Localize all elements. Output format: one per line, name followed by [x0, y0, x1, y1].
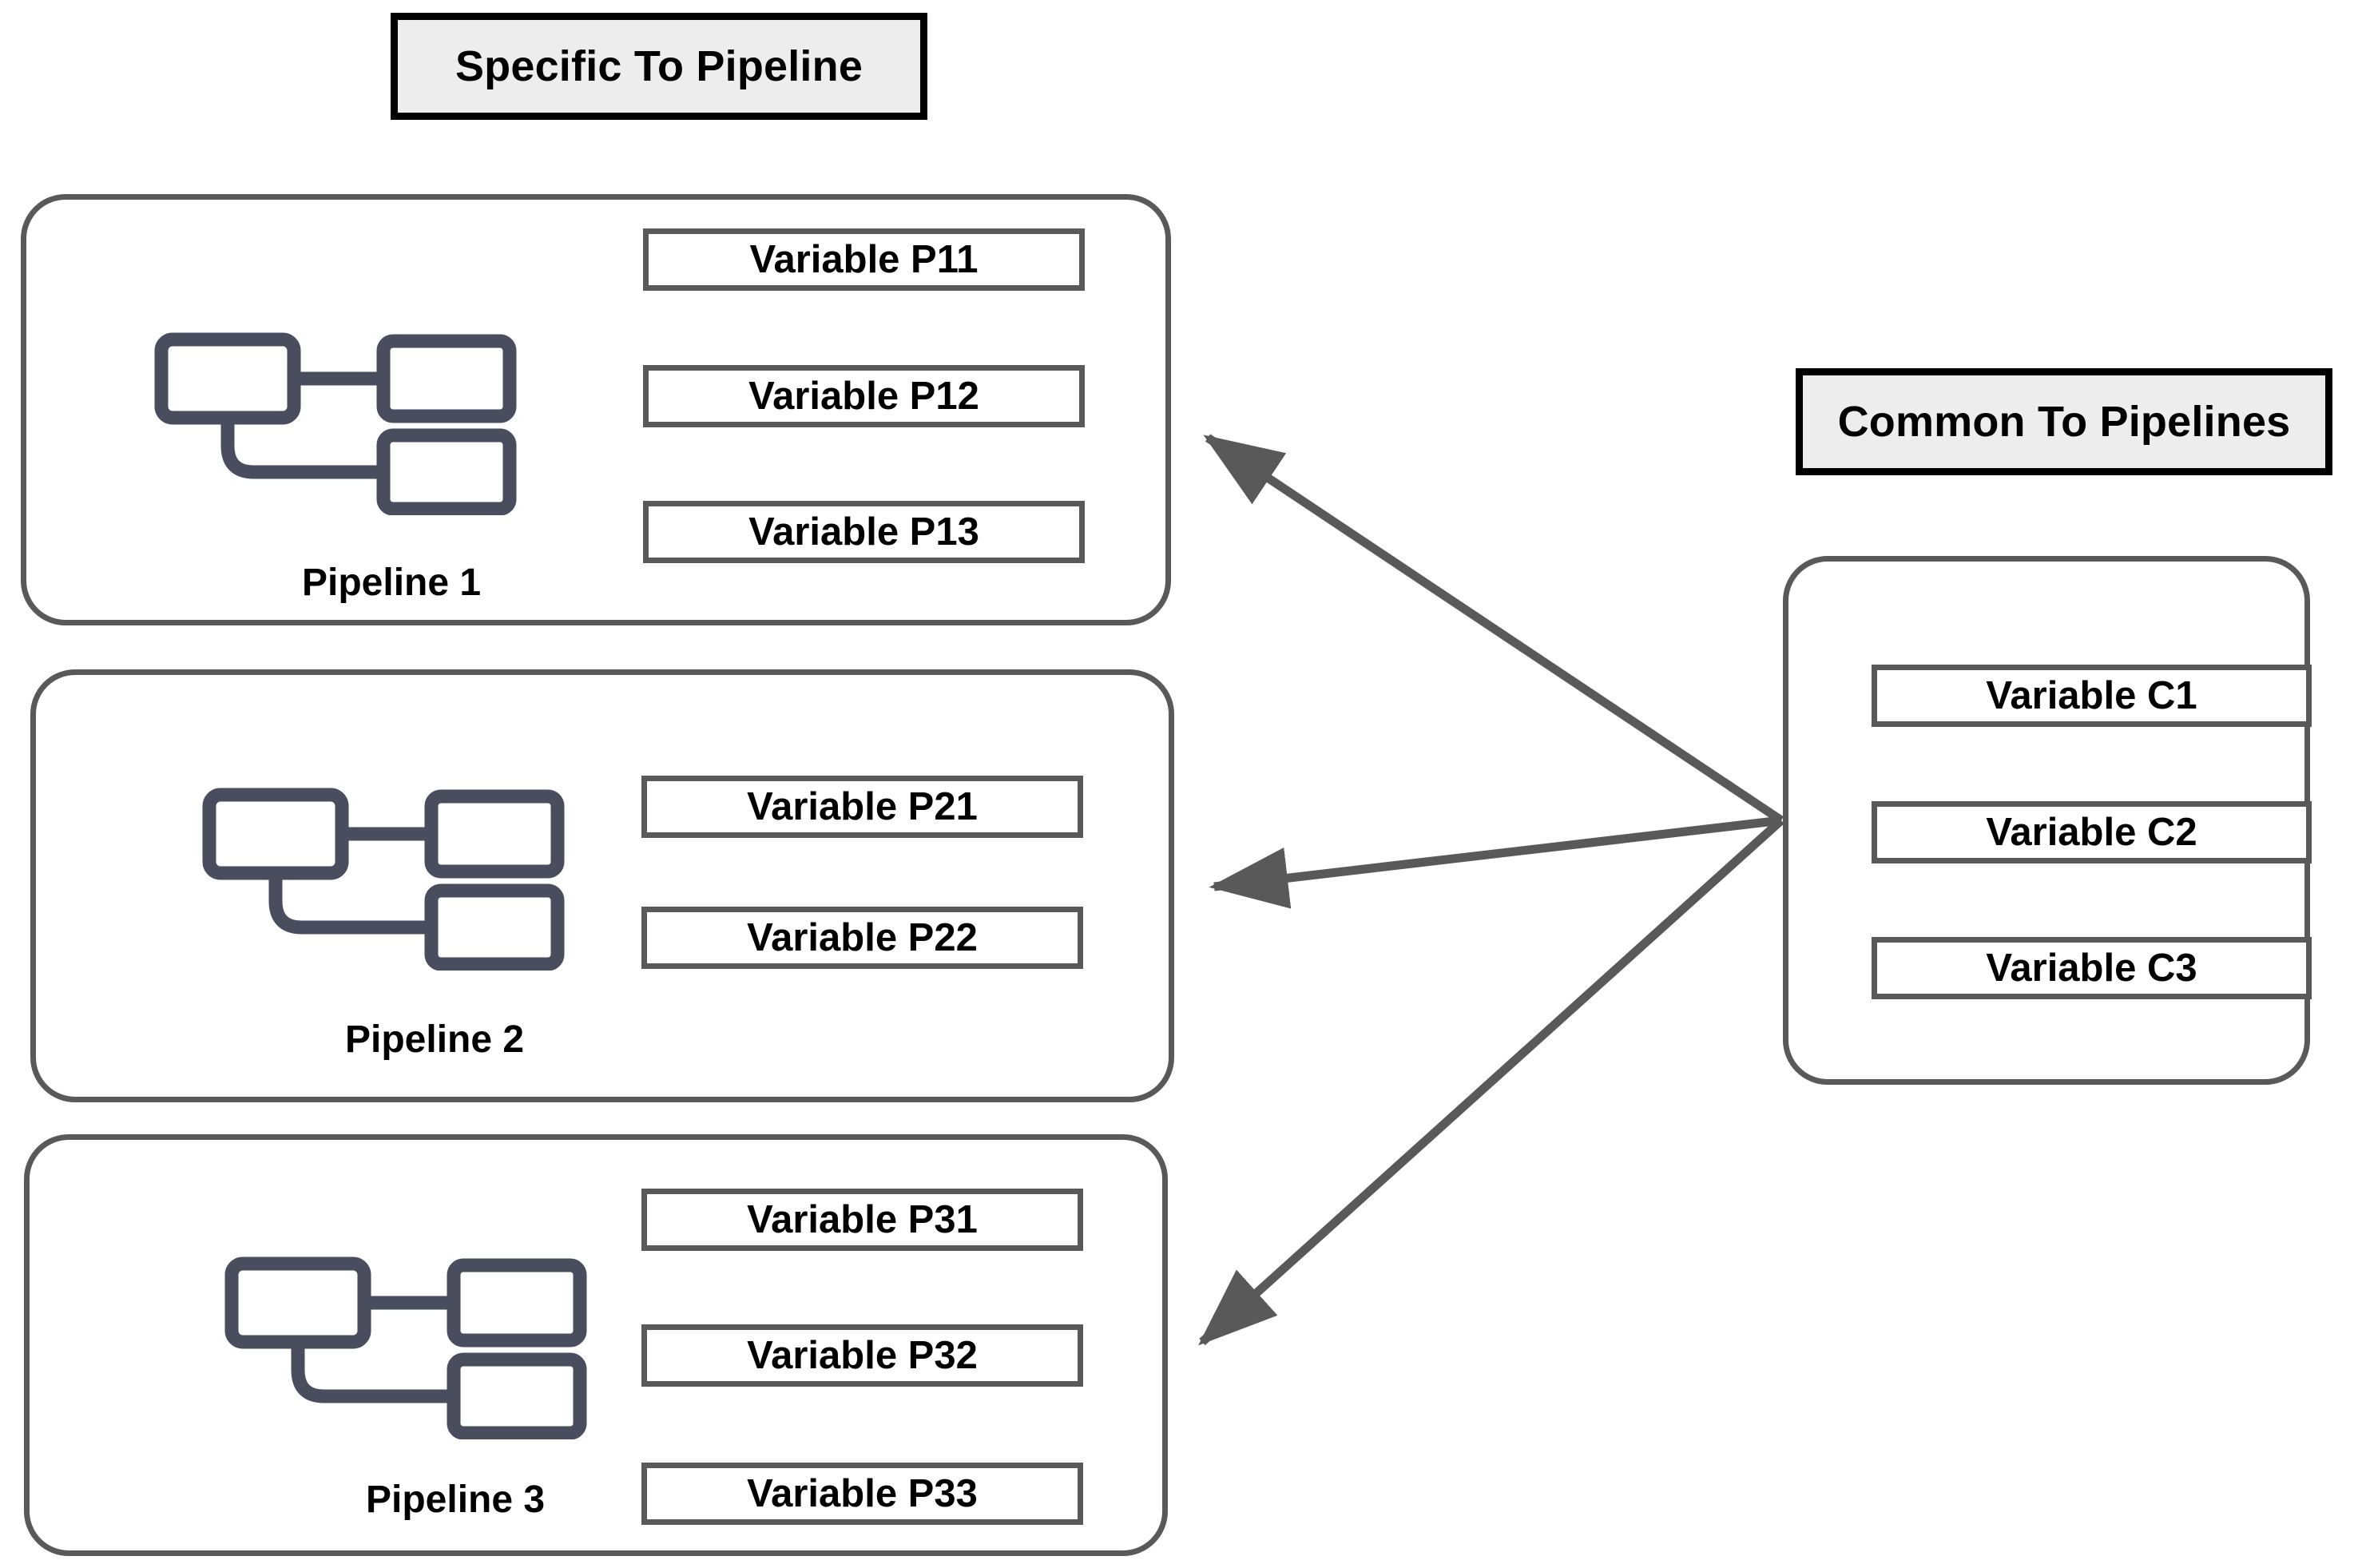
variable-chip-p33: Variable P33: [641, 1463, 1083, 1525]
pipeline-flow-icon: [202, 788, 565, 971]
variable-chip-p22-label: Variable P22: [747, 916, 978, 959]
pipeline-group-2: [30, 669, 1174, 1102]
variable-chip-p13-label: Variable P13: [748, 510, 979, 554]
variable-chip-p32: Variable P32: [641, 1324, 1083, 1387]
variable-chip-p31: Variable P31: [641, 1189, 1083, 1251]
variable-chip-c3: Variable C3: [1872, 937, 2312, 999]
variable-chip-c2-label: Variable C2: [1986, 811, 2197, 854]
legend-common-label: Common To Pipelines: [1837, 398, 2291, 446]
pipeline-label-2: Pipeline 2: [345, 1018, 525, 1061]
pipeline-flow-icon: [224, 1256, 587, 1439]
variable-chip-p13: Variable P13: [643, 501, 1085, 563]
variable-chip-c1-label: Variable C1: [1986, 674, 2197, 717]
pipeline-label-3: Pipeline 3: [366, 1479, 546, 1521]
legend-specific-label: Specific To Pipeline: [455, 42, 863, 90]
variable-chip-p12: Variable P12: [643, 365, 1085, 427]
variable-chip-p33-label: Variable P33: [747, 1472, 978, 1515]
variable-chip-p32-label: Variable P32: [747, 1334, 978, 1377]
variable-chip-p11: Variable P11: [643, 228, 1085, 291]
legend-common-to-pipelines: Common To Pipelines: [1796, 368, 2332, 475]
arrow-common-to-pipeline-2: [1209, 816, 1782, 909]
variable-chip-p21-label: Variable P21: [747, 785, 978, 828]
arrow-common-to-pipeline-3: [1198, 816, 1784, 1346]
variable-chip-c1: Variable C1: [1872, 665, 2312, 727]
legend-specific-to-pipeline: Specific To Pipeline: [391, 13, 927, 120]
variable-chip-p22: Variable P22: [641, 907, 1083, 969]
variable-chip-c3-label: Variable C3: [1986, 947, 2197, 990]
variable-chip-p31-label: Variable P31: [747, 1198, 978, 1241]
variable-chip-c2: Variable C2: [1872, 801, 2312, 863]
arrow-common-to-pipeline-1: [1203, 434, 1784, 824]
variable-chip-p11-label: Variable P11: [749, 238, 979, 281]
variable-chip-p12-label: Variable P12: [748, 375, 979, 418]
pipeline-flow-icon: [154, 332, 517, 515]
variable-chip-p21: Variable P21: [641, 776, 1083, 838]
pipeline-label-1: Pipeline 1: [302, 562, 482, 604]
